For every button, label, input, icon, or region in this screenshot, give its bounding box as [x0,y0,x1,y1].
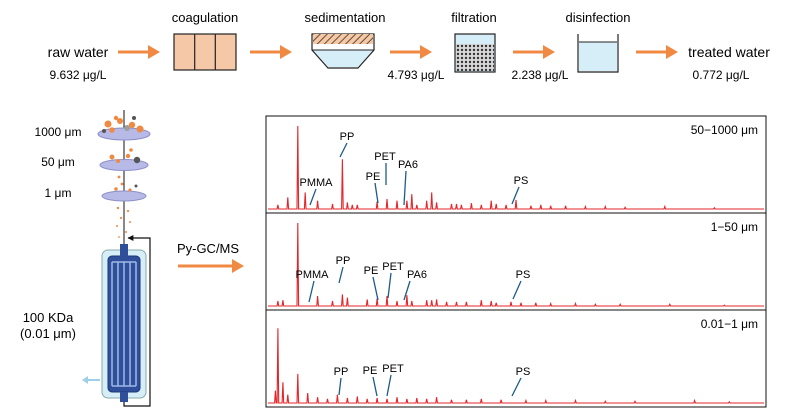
peak-label-pe: PE [366,171,381,183]
peak-label-pe: PE [364,265,379,277]
chromatogram-trace-1 [268,125,764,210]
polymer-labels-3: PP PE PET PS [334,363,531,397]
peak-label-pp: PP [336,255,351,267]
peak-label-pmma: PMMA [300,177,334,189]
coagulation-tank-icon [173,33,237,71]
stage-coagulation-label: coagulation [172,10,239,25]
peak-label-ps: PS [514,175,529,187]
chromatogram-trace-2 [268,222,764,307]
panel-frame-3 [265,309,767,408]
peak-pointer [386,374,392,397]
peak-pointer [372,276,379,301]
membrane-label-line2: (0.01 μm) [20,326,76,341]
peak-pointer [309,188,317,206]
arrow-3 [390,45,432,59]
sieve-50-icon [99,148,149,171]
stage-disinfection-label: disinfection [565,10,630,25]
peak-pointer [339,142,348,158]
raw-water-label: raw water [48,44,109,60]
raw-water-concentration: 9.632 μg/L [50,68,107,82]
peak-label-pet: PET [374,151,396,163]
stage-sedimentation-label: sedimentation [305,10,386,25]
range-label-1: 50−1000 μm [691,123,758,137]
arrow-4 [513,45,555,59]
sieve-1-icon [101,175,147,202]
stage-filtration-label: filtration [451,10,497,25]
arrow-1 [118,45,160,59]
sedimentation-tank-icon [311,33,375,69]
peak-pointer [374,182,379,204]
peak-pointer [403,280,411,301]
process-flow: raw water 9.632 μg/L coagulation sedimen… [48,10,771,82]
sedimentation-concentration: 4.793 μg/L [388,68,445,82]
polymer-labels-1: PMMA PP PE PET PA6 PS [300,131,529,206]
peak-label-pp: PP [340,131,355,143]
peak-pointer [511,186,520,205]
peak-pointer [308,280,315,303]
peak-pointer [403,170,407,206]
pygcms-arrow: Py-GC/MS [177,241,244,273]
peak-pointer [387,272,392,299]
membrane-label-line1: 100 KDa [23,310,74,325]
peak-label-pp: PP [334,366,349,378]
peak-label-pet: PET [382,363,404,375]
peak-label-pe: PE [363,365,378,377]
treated-water-label: treated water [688,44,770,60]
fine-particles-icon [116,206,131,238]
arrow-5 [636,45,678,59]
arrow-2 [250,45,292,59]
peak-pointer [511,377,522,397]
peak-pointer [512,280,522,300]
range-label-2: 1−50 μm [711,220,758,234]
range-label-3: 0.01−1 μm [701,317,758,331]
chromatogram-panels: 50−1000 μm 1−50 μm 0.01−1 μm PMMA PP PE … [265,115,767,408]
filtration-tank-icon [454,33,496,73]
treated-water-concentration: 0.772 μg/L [693,68,750,82]
peak-pointer [372,376,378,397]
sieve-label-50: 50 μm [41,155,75,169]
ultrafiltration-module-icon [82,235,151,407]
polymer-labels-2: PMMA PP PE PET PA6 PS [296,255,531,303]
peak-pointer [338,377,342,396]
peak-pointer [338,266,344,284]
sieve-label-1000: 1000 μm [35,125,82,139]
peak-label-pmma: PMMA [296,269,330,281]
chromatogram-trace-3 [268,328,764,404]
peak-label-pet: PET [382,261,404,273]
peak-label-pa6: PA6 [398,159,418,171]
sieve-label-1: 1 μm [45,186,72,200]
peak-label-pa6: PA6 [407,269,427,281]
filtration-concentration: 2.238 μg/L [512,68,569,82]
method-label: Py-GC/MS [177,241,239,256]
separation-apparatus: 1000 μm 50 μm 1 μm [20,110,151,407]
peak-label-ps: PS [516,269,531,281]
sieve-1000-icon [97,115,151,141]
peak-label-ps: PS [516,366,531,378]
disinfection-tank-icon [577,34,619,73]
